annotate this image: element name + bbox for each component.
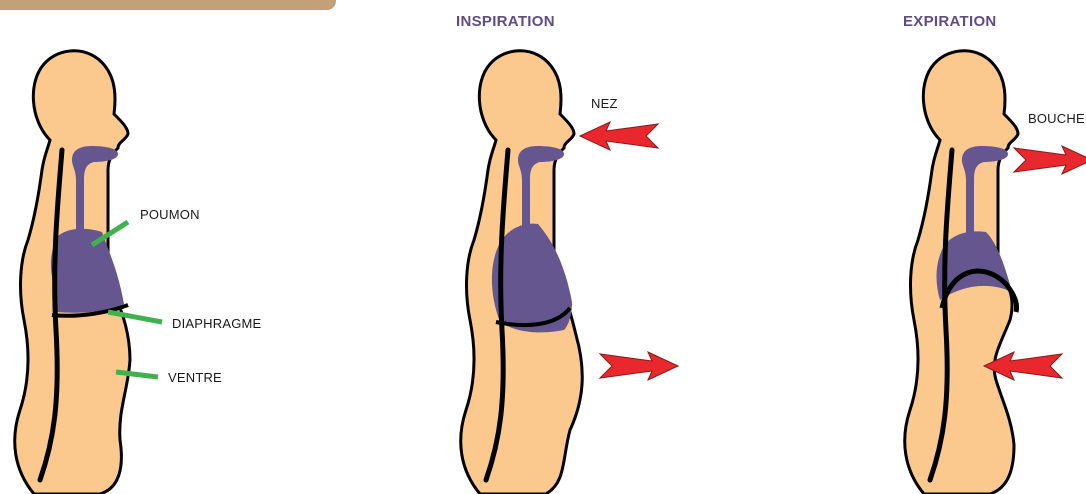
belly-arrow-icon xyxy=(600,352,678,380)
air-arrow-icon xyxy=(1014,146,1086,174)
inspiration-figure xyxy=(461,51,583,494)
expiration-title: EXPIRATION xyxy=(903,13,997,30)
air-arrow-icon xyxy=(580,122,658,150)
diaphragm-label: DIAPHRAGME xyxy=(172,316,261,331)
mouth-label: BOUCHE xyxy=(1028,111,1085,126)
lung-shape xyxy=(51,229,124,313)
nose-label: NEZ xyxy=(591,96,618,111)
inspiration-title: INSPIRATION xyxy=(456,13,555,30)
lung-label: POUMON xyxy=(140,207,200,222)
belly-label: VENTRE xyxy=(168,370,222,385)
expiration-figure xyxy=(905,51,1018,494)
anatomy-figure xyxy=(15,51,162,494)
